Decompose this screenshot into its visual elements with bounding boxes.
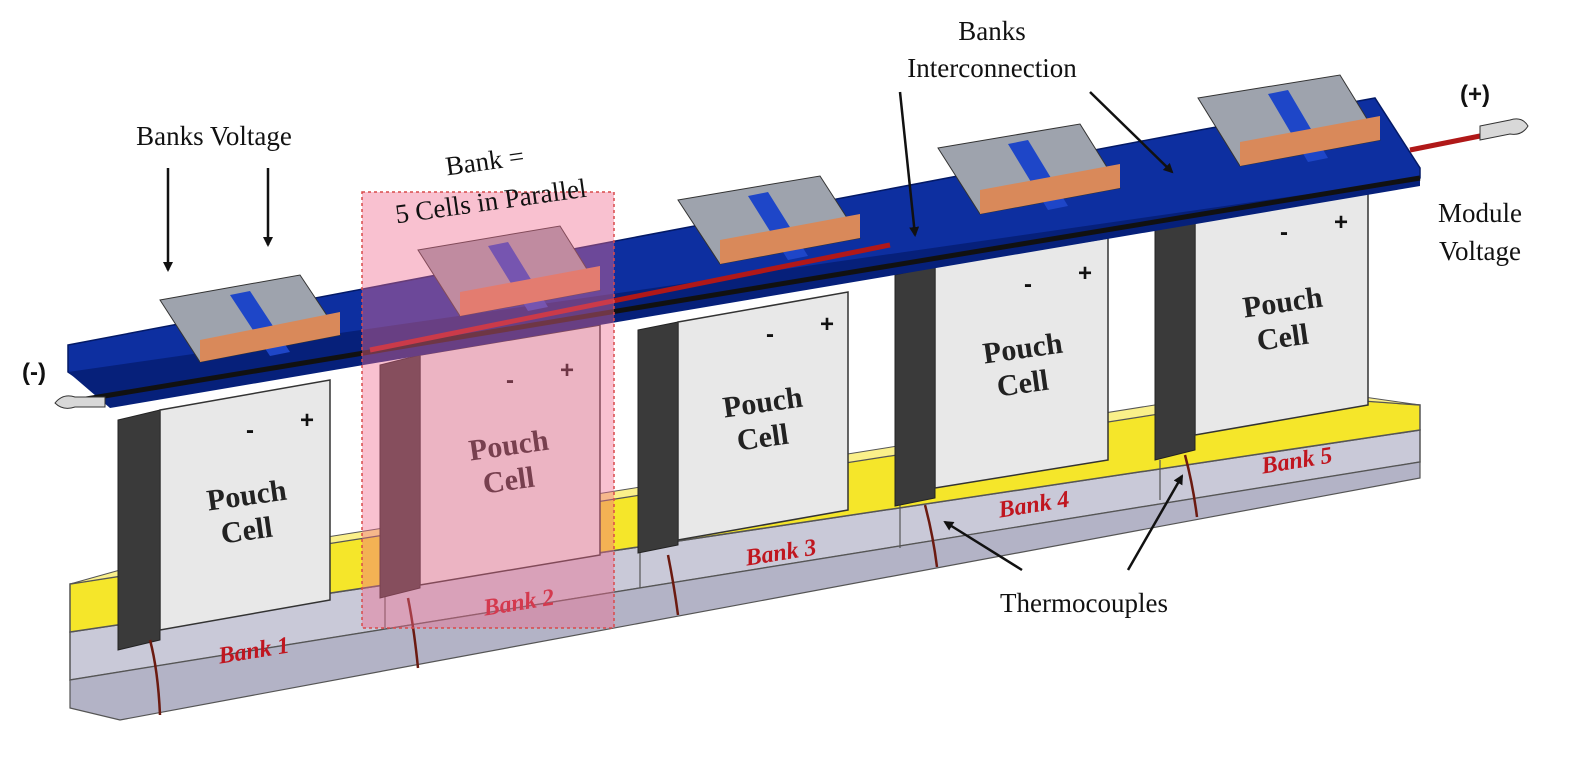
negative-terminal-label: (-) bbox=[22, 359, 46, 386]
cell-2-label-line2: Cell bbox=[481, 461, 537, 501]
terminal-block-3 bbox=[677, 175, 861, 265]
positive-terminal-label: (+) bbox=[1460, 81, 1490, 108]
terminal-block-2 bbox=[417, 225, 601, 317]
pouch-cell-1: - + Pouch Cell bbox=[117, 379, 331, 651]
banks-interconnection-line1: Banks bbox=[958, 16, 1026, 46]
cell-4-plus: + bbox=[1078, 260, 1092, 287]
terminal-block-5 bbox=[1197, 74, 1381, 167]
cell-1-label-line2: Cell bbox=[219, 511, 275, 551]
bank-highlight bbox=[361, 191, 615, 629]
cell-3-plus: + bbox=[820, 311, 834, 338]
cell-5-minus: - bbox=[1280, 219, 1288, 246]
cell-4-label-line2: Cell bbox=[995, 364, 1051, 404]
cell-1-minus: - bbox=[246, 417, 254, 444]
module-voltage-line1: Module bbox=[1438, 198, 1522, 228]
terminal-block-1 bbox=[159, 274, 341, 363]
annotations: Banks Voltage Bank = 5 Cells in Parallel… bbox=[22, 16, 1522, 618]
thermocouple-arrow-right bbox=[1126, 474, 1184, 571]
cell-3-minus: - bbox=[766, 321, 774, 348]
thermocouple-wires bbox=[148, 454, 1199, 716]
thermocouples-label: Thermocouples bbox=[1000, 588, 1168, 618]
banks-voltage-label: Banks Voltage bbox=[136, 121, 292, 151]
module-voltage-line2: Voltage bbox=[1439, 236, 1521, 266]
cell-5-plus: + bbox=[1334, 209, 1348, 236]
cell-2-minus: - bbox=[506, 367, 514, 394]
cell-3-label-line2: Cell bbox=[735, 418, 791, 458]
banks-interconnection-line2: Interconnection bbox=[907, 53, 1077, 83]
terminal-block-4 bbox=[937, 123, 1121, 215]
pouch-cell-3: - + Pouch Cell bbox=[637, 291, 849, 554]
cell-terminal-blocks bbox=[159, 74, 1381, 363]
annotation-arrows bbox=[163, 91, 1184, 572]
negative-ring-terminal bbox=[54, 395, 106, 409]
cell-2-plus: + bbox=[560, 357, 574, 384]
cell-5-label-line2: Cell bbox=[1255, 318, 1311, 358]
interconnection-arrow-right bbox=[1089, 91, 1174, 174]
cell-4-minus: - bbox=[1024, 271, 1032, 298]
pouch-cell-4: - + Pouch Cell bbox=[894, 237, 1109, 507]
pouch-cells: - + Pouch Cell - + Pouch Cell - + Pouch … bbox=[117, 181, 1369, 651]
thermocouple-arrow-left bbox=[943, 520, 1023, 572]
interconnection-arrow-left bbox=[898, 91, 920, 237]
cell-1-plus: + bbox=[300, 407, 314, 434]
pouch-cell-5: - + Pouch Cell bbox=[1154, 181, 1369, 461]
bank-definition-line1: Bank = bbox=[444, 141, 526, 182]
positive-ring-terminal bbox=[1479, 118, 1529, 141]
